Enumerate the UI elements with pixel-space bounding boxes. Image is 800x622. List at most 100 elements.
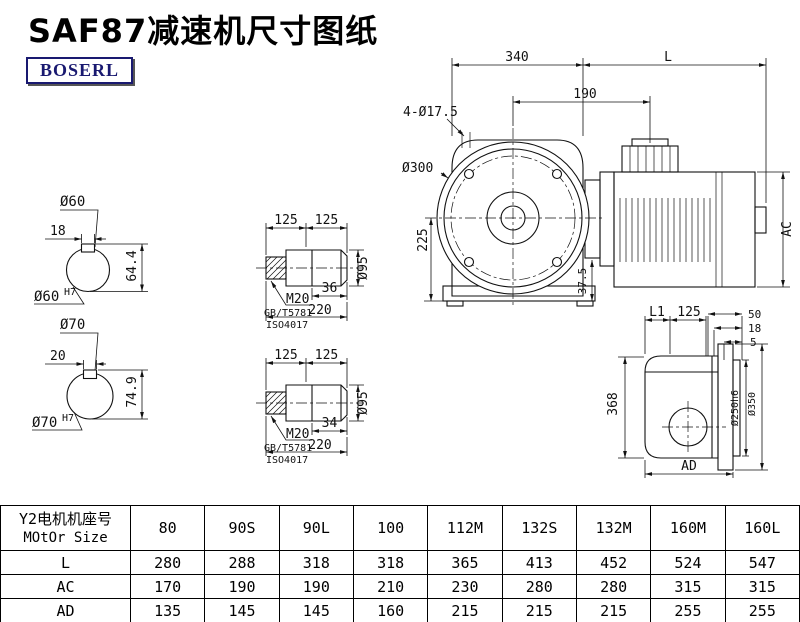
size-col: 132M xyxy=(575,505,652,551)
shaft-body xyxy=(285,384,348,422)
cell: 215 xyxy=(575,598,652,622)
shaft-detail-bottom: 125 125 34 220 M20 GB/T5781 ISO4017 xyxy=(256,348,371,466)
note-m20-top: M20 GB/T5781 ISO4017 xyxy=(264,280,312,331)
gearbox-front-view: 340 L 190 4-Ø17.5 Ø300 xyxy=(402,50,795,307)
table-row-AD: AD 135 145 145 160 215 215 215 255 255 xyxy=(0,598,800,622)
terminal-box-lines xyxy=(629,146,671,172)
foot-left xyxy=(446,300,464,307)
bore-crosshair xyxy=(662,401,726,453)
cell: 215 xyxy=(427,598,503,622)
dim-label-d250: Ø250h6 xyxy=(729,390,741,426)
cell: 318 xyxy=(278,550,354,575)
cell: 135 xyxy=(129,598,206,622)
note-gb-b: GB/T5781 xyxy=(264,443,312,454)
bolt-hole xyxy=(551,256,563,268)
adapter-plate-2 xyxy=(599,171,615,267)
housing-outline xyxy=(451,139,584,297)
note-iso: ISO4017 xyxy=(266,320,308,331)
cell: 230 xyxy=(427,574,503,599)
cell: 288 xyxy=(204,550,280,575)
dim-keyway-width-20: 20 xyxy=(45,349,106,369)
keyway-70 xyxy=(82,369,98,380)
keyway-60 xyxy=(80,243,96,253)
hollow-shaft-section-60: Ø60 18 64.4 Ø60 H7 xyxy=(34,194,148,305)
dim-label-125c: 125 xyxy=(274,348,297,363)
dim-label-20: 20 xyxy=(50,349,66,364)
dim-label-d70h7: Ø70 xyxy=(32,415,57,431)
cell: 547 xyxy=(724,550,800,575)
label-d60h7: Ø60 H7 xyxy=(34,286,85,305)
dim-label-220: 220 xyxy=(308,303,331,318)
cell: 315 xyxy=(650,574,726,599)
motor-view xyxy=(613,138,767,288)
cell: 255 xyxy=(724,598,800,622)
dim-label-h7b: H7 xyxy=(62,413,74,424)
dim-d95-top: Ø95 xyxy=(349,249,371,287)
motor-body xyxy=(613,171,756,288)
header-en: MOtOr Size xyxy=(23,530,108,546)
size-col: 160L xyxy=(724,505,800,551)
dim-label-225: 225 xyxy=(416,228,431,251)
thread-hatch xyxy=(265,391,287,415)
dim-label-340: 340 xyxy=(505,50,528,65)
dim-label-220b: 220 xyxy=(308,438,331,453)
dim-label-18: 18 xyxy=(50,224,66,239)
page-title: SAF87减速机尺寸图纸 xyxy=(28,12,379,50)
dim-368: 368 xyxy=(606,356,644,459)
cell: 190 xyxy=(278,574,354,599)
cell: 170 xyxy=(129,574,206,599)
leader-d70 xyxy=(60,332,99,372)
dim-AC: AC xyxy=(757,171,795,288)
dim-36: 36 xyxy=(311,281,348,300)
thread-hatch xyxy=(265,256,287,280)
dim-340: 340 xyxy=(451,50,584,136)
dim-label-d70: Ø70 xyxy=(60,317,85,333)
cell: 280 xyxy=(501,574,577,599)
table-row-L: L 280 288 318 318 365 413 452 524 547 xyxy=(0,550,800,575)
cell: 280 xyxy=(129,550,206,575)
cell: 210 xyxy=(352,574,429,599)
dim-label-d60h7: Ø60 xyxy=(34,289,59,305)
foot-right xyxy=(576,300,594,307)
size-col: 90L xyxy=(278,505,354,551)
dim-label-125e: 125 xyxy=(677,305,700,320)
bolt-hole-ticks xyxy=(461,132,471,148)
terminal-box xyxy=(621,145,679,173)
size-col: 100 xyxy=(352,505,429,551)
dim-label-L1: L1 xyxy=(649,305,665,320)
dim-label-644: 64.4 xyxy=(125,250,140,281)
header-cn: Y2电机机座号 xyxy=(18,510,113,528)
dim-label-125d: 125 xyxy=(315,348,338,363)
gearbox-side-view: L1 125 50 18 5 368 Ø250h6 xyxy=(606,305,768,478)
bore-circle-60 xyxy=(65,247,111,293)
motor-size-table: Y2电机机座号 MOtOr Size 80 90S 90L 100 112M 1… xyxy=(0,505,800,622)
cell: 255 xyxy=(650,598,726,622)
dim-220-bottom: 220 xyxy=(265,416,348,456)
dim-label-AD: AD xyxy=(681,459,697,474)
dim-label-749: 74.9 xyxy=(125,376,140,407)
dim-label-d95b: Ø95 xyxy=(356,391,371,414)
flange-spigot xyxy=(732,359,741,457)
note-iso-b: ISO4017 xyxy=(266,455,308,466)
dim-label-36: 36 xyxy=(322,281,338,296)
center-crosshair xyxy=(425,128,604,305)
dim-125-125-bottom: 125 125 xyxy=(265,348,348,390)
dim-190: 190 xyxy=(512,87,651,143)
dim-height-749: 74.9 xyxy=(92,369,148,420)
dim-label-m20b: M20 xyxy=(286,427,309,442)
dim-label-34: 34 xyxy=(322,416,338,431)
row-label: L xyxy=(0,550,131,575)
bolt-hole xyxy=(551,168,563,180)
cell: 452 xyxy=(575,550,652,575)
row-label: AC xyxy=(0,574,131,599)
cell: 280 xyxy=(575,574,652,599)
note-gb: GB/T5781 xyxy=(264,308,312,319)
cell: 160 xyxy=(352,598,429,622)
dim-keyway-width-18: 18 xyxy=(45,224,106,243)
dim-label-m20: M20 xyxy=(286,292,309,307)
motor-shaft-stub xyxy=(754,206,767,234)
dim-label-AC: AC xyxy=(780,221,795,237)
cell: 315 xyxy=(724,574,800,599)
note-d300: Ø300 xyxy=(402,161,449,179)
table-header-row: Y2电机机座号 MOtOr Size 80 90S 90L 100 112M 1… xyxy=(0,505,800,551)
